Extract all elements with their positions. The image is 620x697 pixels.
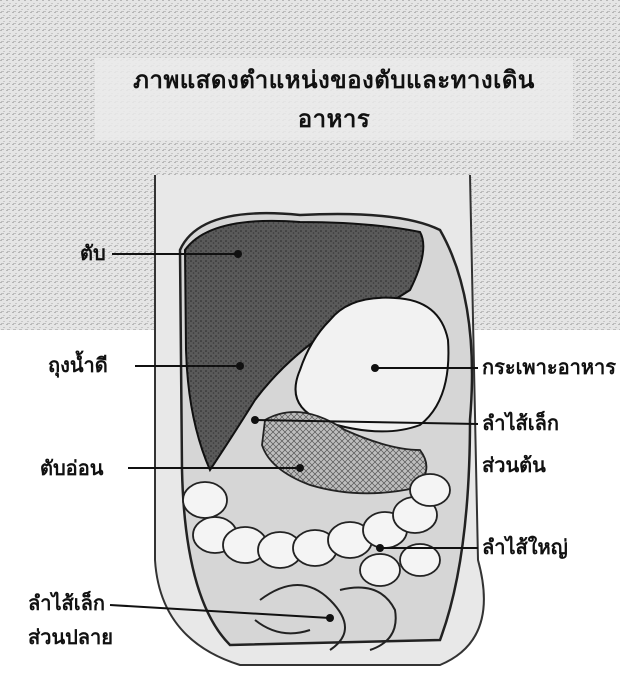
label-small-intestine-upper-1: ลำไส้เล็ก (482, 410, 559, 436)
label-small-intestine-lower-1: ลำไส้เล็ก (28, 590, 105, 616)
label-large-intestine: ลำไส้ใหญ่ (482, 534, 568, 560)
label-pancreas: ตับอ่อน (40, 455, 103, 481)
label-gallbladder: ถุงน้ำดี (48, 352, 108, 378)
label-liver: ตับ (80, 240, 106, 266)
label-small-intestine-lower-2: ส่วนปลาย (28, 624, 113, 650)
label-stomach: กระเพาะอาหาร (482, 354, 616, 380)
figure-title: ภาพแสดงตำแหน่งของตับและทางเดินอาหาร (95, 58, 573, 140)
label-small-intestine-upper-2: ส่วนต้น (482, 452, 546, 478)
